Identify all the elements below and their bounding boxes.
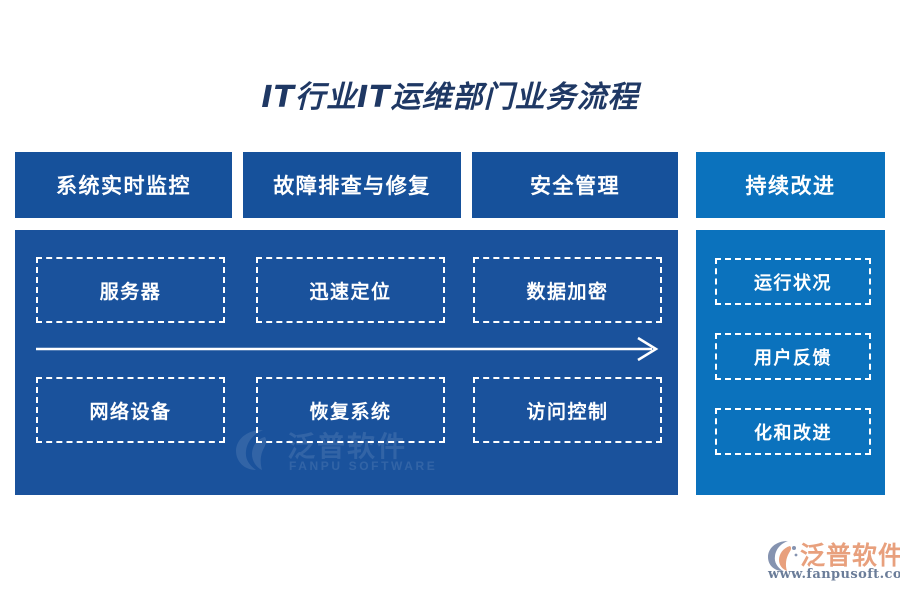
brand-logo: 泛普软件 www.fanpusoft.com xyxy=(766,536,900,584)
column-header-label: 安全管理 xyxy=(530,173,620,198)
improvement-cell-label: 化和改进 xyxy=(754,422,832,444)
process-cell-label: 数据加密 xyxy=(526,280,609,303)
column-header-troubleshooting[interactable]: 故障排查与修复 xyxy=(243,152,461,218)
fanpu-logo-icon xyxy=(768,541,798,571)
process-cell-label: 恢复系统 xyxy=(309,400,392,423)
process-cell-label: 访问控制 xyxy=(526,400,609,423)
process-cell-recovery-system[interactable]: 恢复系统 xyxy=(256,377,445,443)
improvement-cell-operating-status[interactable]: 运行状况 xyxy=(715,258,871,305)
process-cell-data-encryption[interactable]: 数据加密 xyxy=(473,257,662,323)
process-cell-label: 服务器 xyxy=(99,280,162,303)
process-cell-server[interactable]: 服务器 xyxy=(36,257,225,323)
process-cell-fast-locate[interactable]: 迅速定位 xyxy=(256,257,445,323)
column-header-improvement[interactable]: 持续改进 xyxy=(696,152,885,218)
watermark-en-text: FANPU SOFTWARE xyxy=(289,459,438,473)
process-cell-access-control[interactable]: 访问控制 xyxy=(473,377,662,443)
improvement-cell-label: 运行状况 xyxy=(754,272,832,294)
process-cell-network-device[interactable]: 网络设备 xyxy=(36,377,225,443)
column-header-monitoring[interactable]: 系统实时监控 xyxy=(15,152,232,218)
improvement-cell-optimize-improve[interactable]: 化和改进 xyxy=(715,408,871,455)
column-header-label: 故障排查与修复 xyxy=(273,173,431,198)
rightward-flow-arrow-icon xyxy=(36,336,659,362)
brand-logo-cn-text: 泛普软件 xyxy=(800,541,900,570)
brand-logo-url-text: www.fanpusoft.com xyxy=(768,567,900,582)
page-title: IT行业IT运维部门业务流程 xyxy=(261,80,639,115)
improvement-cell-label: 用户反馈 xyxy=(754,347,832,369)
process-cell-label: 迅速定位 xyxy=(309,280,392,303)
left-process-panel: 泛普软件 FANPU SOFTWARE 服务器 迅速定位 数据加密 网络设备 恢… xyxy=(15,230,678,495)
column-header-label: 持续改进 xyxy=(745,173,836,198)
improvement-cell-user-feedback[interactable]: 用户反馈 xyxy=(715,333,871,380)
column-header-label: 系统实时监控 xyxy=(56,173,191,198)
right-improvement-panel: 运行状况 用户反馈 化和改进 xyxy=(696,230,885,495)
process-cell-label: 网络设备 xyxy=(89,400,172,423)
column-header-security[interactable]: 安全管理 xyxy=(472,152,678,218)
